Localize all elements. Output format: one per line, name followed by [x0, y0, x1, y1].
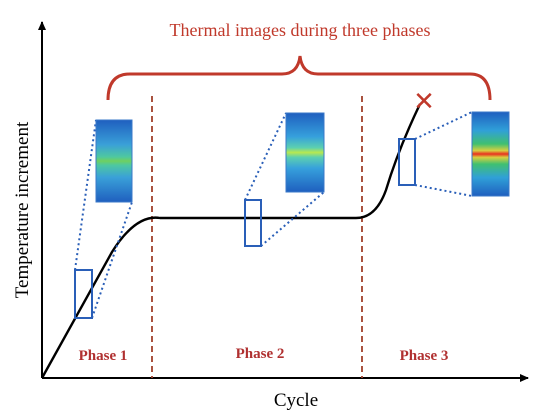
phase-1-label: Phase 1: [79, 348, 128, 364]
phase-2-zoom-box: [244, 199, 262, 247]
phase-2-thermal-image: [285, 112, 325, 193]
diagram-title: Thermal images during three phases: [170, 20, 431, 40]
phase-1-zoom-box: [74, 269, 93, 319]
phase-3-thermal-image: [471, 111, 510, 197]
temperature-curve: [40, 103, 422, 379]
phase-1-thermal-image: [95, 119, 133, 203]
phase-2-zoom: [244, 112, 325, 247]
phase-3-zoom-line-bottom: [414, 184, 473, 197]
y-axis-label: Temperature increment: [12, 121, 33, 298]
title-brace: [106, 55, 492, 101]
phase-1-zoom-line-top: [74, 119, 97, 271]
phase-2-zoom-line-bottom: [260, 191, 325, 247]
phase-3-zoom-line-top: [414, 111, 473, 140]
phase-2-label: Phase 2: [236, 346, 285, 362]
x-axis-label: Cycle: [274, 390, 318, 411]
phase-2-zoom-line-top: [244, 112, 287, 201]
phase-1-zoom-line-bottom: [91, 201, 133, 319]
phase-3-zoom-box: [398, 138, 416, 186]
phase-3-label: Phase 3: [400, 348, 449, 364]
phase-3-zoom: [398, 111, 510, 197]
phase-1-zoom: [74, 119, 133, 319]
failure-x-icon: ✕: [413, 87, 435, 116]
